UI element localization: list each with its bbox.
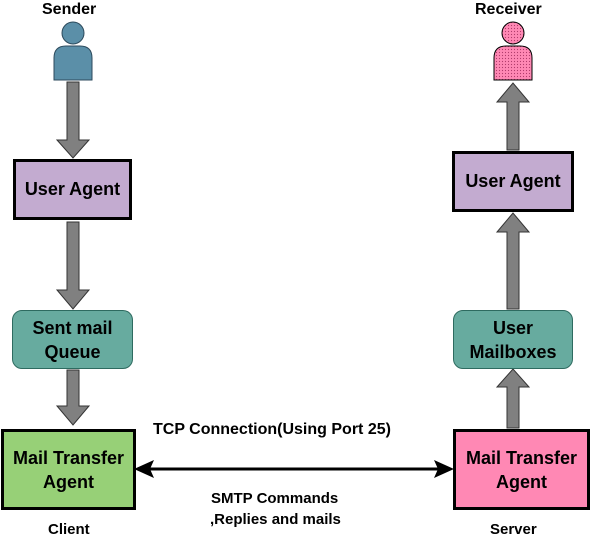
sender-label: Sender bbox=[42, 1, 97, 18]
smtp-commands-line2: ,Replies and mails bbox=[210, 511, 341, 528]
server-user-agent-label: User Agent bbox=[465, 171, 561, 191]
sender-person-icon bbox=[53, 21, 93, 81]
mailbox-label-line2: Mailboxes bbox=[469, 341, 557, 362]
server-label: Server bbox=[490, 521, 537, 538]
arrow-sender-to-useragent bbox=[55, 81, 91, 159]
arrow-mta-to-mailboxes bbox=[495, 368, 531, 429]
client-mta-line2: Agent bbox=[42, 471, 94, 492]
server-mta-line1: Mail Transfer bbox=[465, 447, 578, 468]
receiver-person-icon bbox=[493, 21, 533, 81]
arrow-queue-to-mta bbox=[55, 369, 91, 426]
queue-label-line2: Queue bbox=[44, 341, 101, 362]
tcp-connection-arrow bbox=[134, 460, 454, 478]
arrow-useragent-to-queue bbox=[55, 221, 91, 310]
server-user-agent-box: User Agent bbox=[452, 151, 574, 212]
client-user-agent-box: User Agent bbox=[13, 159, 132, 220]
tcp-connection-label: TCP Connection(Using Port 25) bbox=[153, 421, 391, 438]
receiver-label: Receiver bbox=[475, 1, 542, 18]
arrow-useragent-to-receiver bbox=[495, 82, 531, 151]
client-user-agent-label: User Agent bbox=[24, 179, 121, 199]
client-mta-line1: Mail Transfer bbox=[12, 447, 125, 468]
sent-mail-queue-box: Sent mail Queue bbox=[12, 310, 133, 369]
queue-label-line1: Sent mail bbox=[32, 317, 113, 338]
server-mta-line2: Agent bbox=[495, 471, 547, 492]
smtp-commands-line1: SMTP Commands bbox=[211, 490, 339, 507]
client-mta-box: Mail Transfer Agent bbox=[1, 429, 136, 510]
arrow-mailboxes-to-useragent bbox=[495, 212, 531, 310]
mailbox-label-line1: User bbox=[492, 317, 534, 338]
user-mailboxes-box: User Mailboxes bbox=[453, 310, 573, 369]
client-label: Client bbox=[48, 521, 90, 538]
server-mta-box: Mail Transfer Agent bbox=[453, 429, 590, 510]
